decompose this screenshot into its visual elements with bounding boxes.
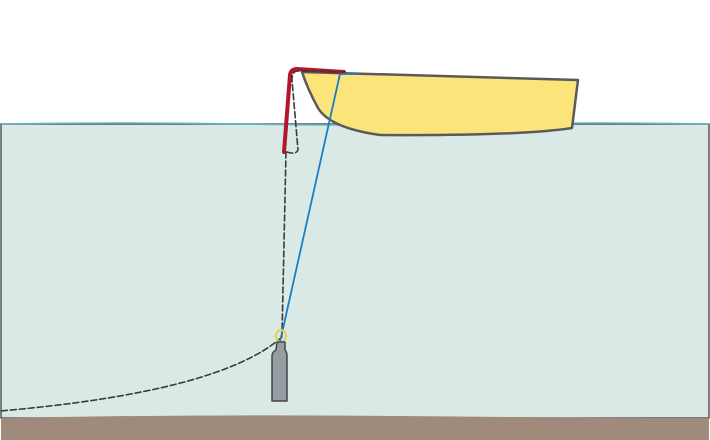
seabed [1, 415, 709, 440]
anchor [271, 341, 288, 402]
retrieval-line [279, 73, 358, 343]
anchor-chain [281, 151, 287, 336]
water [0, 123, 710, 419]
anchor-chain-on-seabed [0, 336, 283, 412]
anchor-chain-deck [286, 70, 345, 154]
bow-roller [282, 67, 346, 154]
boat-hull [300, 70, 580, 137]
